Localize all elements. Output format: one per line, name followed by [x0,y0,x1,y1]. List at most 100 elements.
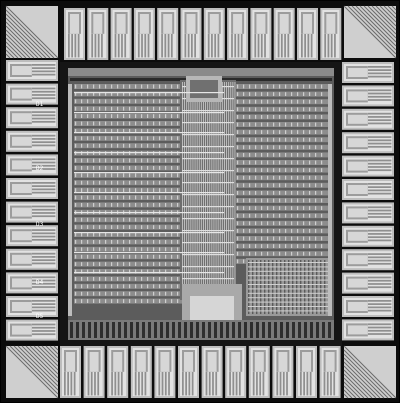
io-pad-bottom [130,346,152,398]
cell-gate [249,236,251,241]
corner-hatch [41,345,59,363]
cell-gate [93,84,95,89]
cell-gate [141,143,143,148]
pad-driver-finger [237,34,240,58]
pad-driver-finger [32,235,56,238]
cell-gate [147,240,149,244]
pad-driver-finger [368,112,392,115]
pad-driver-finger [368,323,392,326]
cell-gate [105,195,107,200]
cell-gate [81,173,83,178]
cell-gate [81,136,83,141]
cell-gate [261,130,263,134]
cell-gate [99,232,101,237]
cell-gate [249,244,251,248]
rail-finger [310,322,313,338]
cell-gate [171,217,173,222]
cell-gate [99,121,101,126]
cell-gate [147,136,149,141]
cell-gate [165,84,167,89]
pad-driver-finger [32,87,56,90]
cell-gate [123,232,125,237]
cell-gate [165,173,167,178]
pad-bondarea-inner [348,208,368,218]
cell-gate [117,114,119,118]
cell-gate [147,114,149,118]
rail-finger [100,322,103,338]
cell-gate [141,92,143,96]
vertical-wire [224,82,225,298]
cell-gate [147,99,149,104]
cell-gate [75,180,77,185]
pad-driver-finger [232,372,235,396]
cell-gate [81,284,83,289]
io-pad-top [64,8,85,60]
io-pad-right [342,132,394,154]
cell-gate [147,143,149,148]
bus-line [74,272,224,274]
cell-gate [261,137,263,142]
corner-hatch [343,345,397,399]
cell-gate [129,84,131,89]
cell-gate [129,166,131,170]
pad-driver-finger [194,34,196,58]
cell-gate [135,99,137,104]
cell-gate [255,145,257,150]
cell-gate [87,277,89,281]
pad-driver-finger [94,34,97,58]
cell-gate [249,107,251,112]
pad-driver-finger [368,142,392,145]
cell-gate [123,225,125,229]
cell-gate [309,251,311,256]
cell-gate [273,213,275,218]
cell-gate [171,284,173,289]
corner-hatch [379,5,397,23]
cell-gate [291,183,293,188]
cell-gate [237,198,239,203]
signal-label: D3 [36,221,44,228]
pad-driver-finger [368,253,392,255]
io-pad-left [6,248,58,270]
cell-gate [99,106,101,111]
cell-gate [285,213,287,218]
cell-gate [177,188,179,192]
pad-bondarea-inner [139,14,149,34]
cell-gate [165,195,167,200]
cell-gate [129,188,131,192]
pad-driver-finger [279,372,282,396]
cell-gate [255,137,257,142]
cell-gate [285,92,287,96]
cell-gate [171,106,173,111]
cell-gate [177,121,179,126]
cell-gate [285,206,287,210]
pad-driver-finger [32,326,56,329]
cell-gate [129,277,131,281]
corner-hatch [5,33,31,59]
cell-gate [303,221,305,226]
cell-gate [249,145,251,150]
pad-driver-finger [120,372,123,396]
cell-gate [123,277,125,281]
horizontal-wire [182,278,234,280]
cell-gate [279,160,281,165]
corner-hatch [45,345,59,359]
rail-finger [256,322,259,338]
cell-gate [123,188,125,192]
cell-gate [153,217,155,222]
cell-gate [267,236,269,241]
memory-bitline [288,260,290,314]
cell-gate [297,191,299,195]
cell-gate [279,213,281,218]
corner-hatch [343,385,357,399]
pad-driver-finger [368,75,392,78]
cell-gate [309,99,311,104]
corner-hatch [5,13,51,59]
cell-gate [297,92,299,96]
cell-gate [93,180,95,185]
horizontal-wire [182,242,234,244]
corner-pad-bottom-left [5,345,59,399]
cell-gate [309,107,311,112]
rail-finger [262,322,265,338]
cell-gate [165,136,167,141]
pad-driver-finger [262,372,265,396]
